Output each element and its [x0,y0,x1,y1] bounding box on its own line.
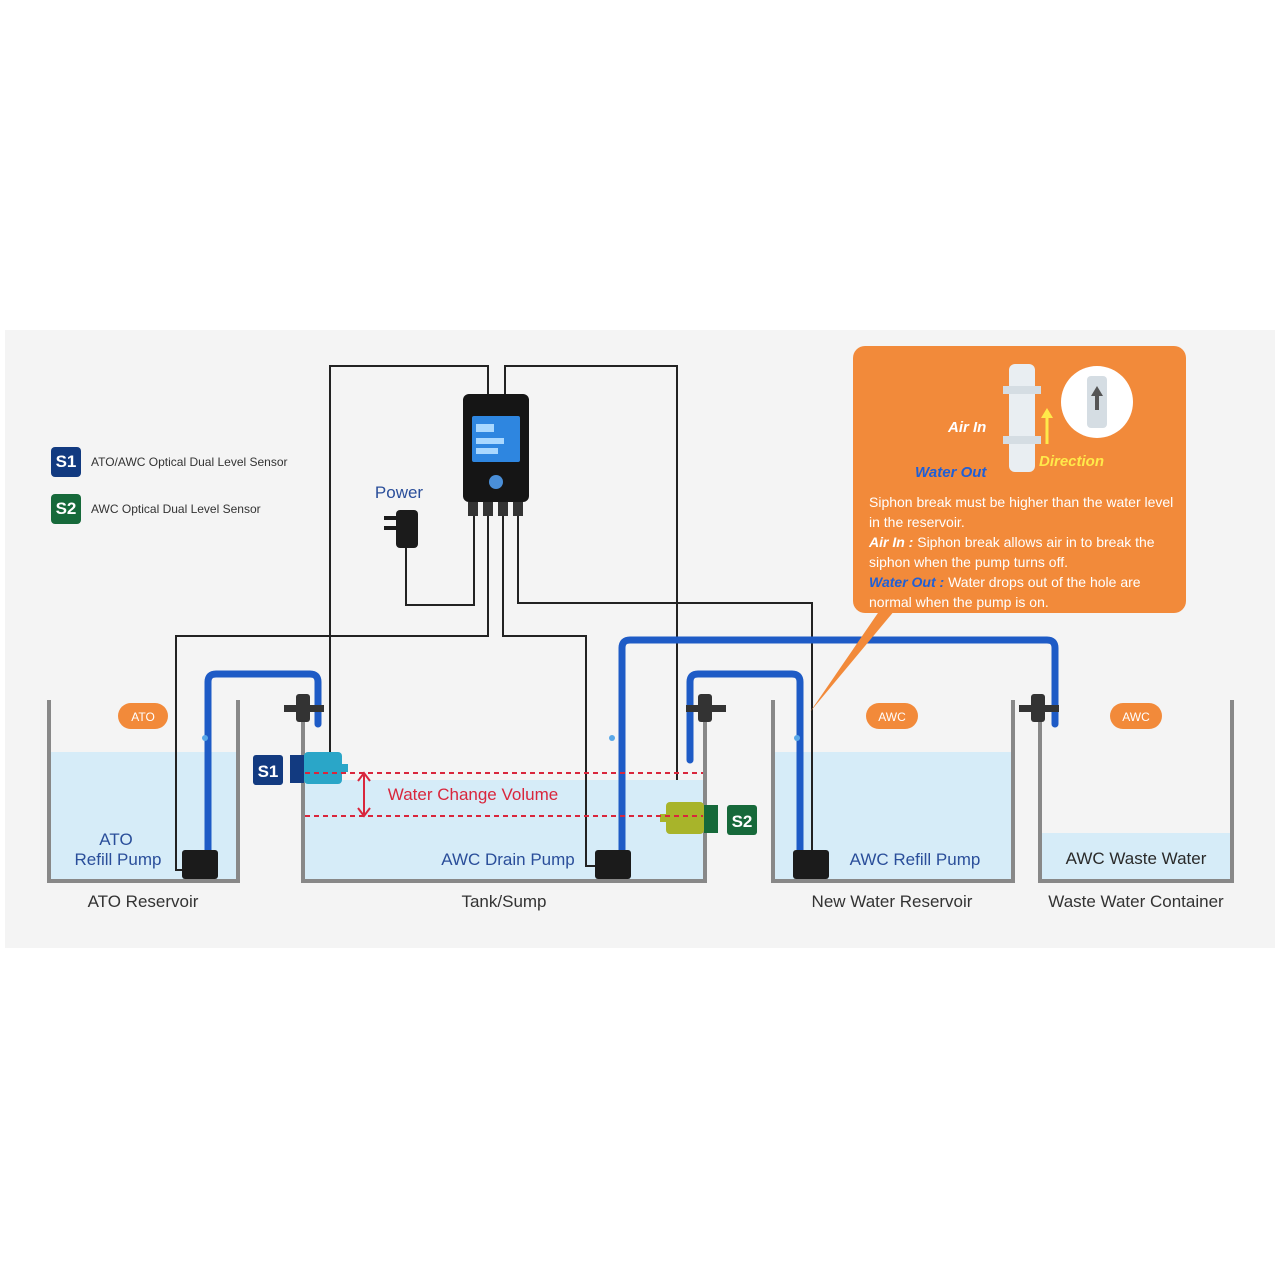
tank-sump-container [301,706,707,883]
ato-refill-pump-label-1: ATO [99,830,132,849]
direction-arrow-icon [1041,408,1053,418]
tank-water [305,780,703,879]
callout-direction-caption: Direction [1039,453,1105,470]
awc-refill-pump-icon [793,850,829,879]
s1-badge [253,755,283,785]
sensor-s1-icon [290,752,348,784]
callout-water-out-key: Water Out : [869,574,945,590]
hose-ato [204,670,322,854]
new-water-reservoir-container [771,700,1015,883]
awc-drain-pump-label: AWC Drain Pump [441,850,575,869]
volume-arrow-down-icon [357,807,371,818]
tag-awc-1: AWC [866,703,918,729]
water-drop-icon [202,735,208,741]
wire-drain-pump [502,515,598,867]
awc-waste-water-label: AWC Waste Water [1066,849,1207,868]
siphon-break-icon [284,694,324,722]
hose-refill [686,670,804,854]
awc-drain-pump-icon [595,850,631,879]
wire-power [405,515,475,606]
power-adapter-icon [384,510,418,548]
ato-reservoir-container [47,700,240,883]
callout-pointer [810,610,895,712]
new-water-reservoir-label: New Water Reservoir [812,892,973,911]
s2-badge [727,805,757,835]
callout-air-in-caption: Air In [948,419,987,436]
waste-water-container-label: Waste Water Container [1048,892,1224,911]
callout-water-out-text: Water drops out of the hole are normal w… [869,574,1141,610]
waste-water-container [1038,700,1234,883]
tag-awc-1-label: AWC [878,710,906,724]
water-drop-icon [794,735,800,741]
hose-drain [618,636,1059,854]
water-change-volume-label: Water Change Volume [388,785,558,804]
sensor-s2-icon [660,802,718,834]
tag-ato: ATO [118,703,168,729]
callout-text: Siphon break must be higher than the wat… [869,492,1179,612]
s2-badge-label: S2 [732,812,753,831]
legend-item-s2: S2 AWC Optical Dual Level Sensor [51,494,261,524]
tag-awc-2-label: AWC [1122,710,1150,724]
callout-water-out-caption: Water Out [915,464,987,481]
ato-refill-pump-label-2: Refill Pump [75,850,162,869]
siphon-break-illustration [1003,364,1133,472]
ato-reservoir-label: ATO Reservoir [88,892,199,911]
wire-s2 [504,365,678,780]
siphon-break-fitting-icon [1009,364,1035,472]
volume-arrow-up-icon [357,771,371,782]
tank-sump-label: Tank/Sump [461,892,546,911]
callout-water-out-para: Water Out : Water drops out of the hole … [869,572,1179,612]
arrow-up-icon [1091,386,1103,410]
tag-awc-2: AWC [1110,703,1162,729]
hoses [204,636,1059,854]
controller-icon [463,394,529,516]
callout-air-in-key: Air In : [869,534,914,550]
waste-water-fill [1042,833,1230,879]
s1-badge-label: S1 [258,762,279,781]
siphon-break-icon [686,694,726,722]
ato-refill-pump-icon [182,850,218,879]
callout-air-in-para: Air In : Siphon break allows air in to b… [869,532,1179,572]
siphon-break-icon [1019,694,1059,722]
legend-s2-text: AWC Optical Dual Level Sensor [91,502,261,516]
tag-ato-label: ATO [131,710,155,724]
callout-line-1: Siphon break must be higher than the wat… [869,494,1174,530]
power-label: Power [375,483,424,502]
legend-s1-text: ATO/AWC Optical Dual Level Sensor [91,455,288,469]
legend-s1-badge: S1 [51,447,81,477]
siphon-break-callout: Air In Water Out Direction Siphon break … [853,346,1186,613]
wire-refill-pump [517,515,813,850]
legend-s2-badge: S2 [51,494,81,524]
awc-refill-pump-label: AWC Refill Pump [850,850,981,869]
water-drop-icon [609,735,615,741]
callout-air-in-text: Siphon break allows air in to break the … [869,534,1155,570]
siphon-break-icons [202,694,1059,741]
legend-item-s1: S1 ATO/AWC Optical Dual Level Sensor [51,447,288,477]
wire-s1 [329,365,489,752]
